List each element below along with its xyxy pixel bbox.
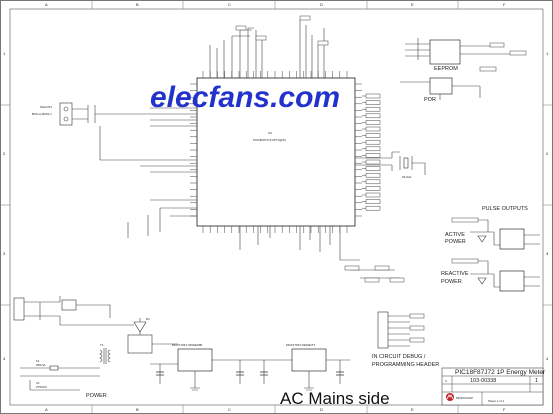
shunt-connector <box>59 102 150 161</box>
net-flag <box>365 126 381 132</box>
col-e-top: E <box>411 2 414 7</box>
net-flag <box>365 153 381 158</box>
row-3-right: 3 <box>546 251 549 256</box>
top-nets <box>209 20 325 78</box>
active-power-line2: POWER <box>445 239 466 245</box>
row-3-left: 3 <box>3 251 6 256</box>
mcu-pins-left <box>190 83 197 217</box>
net-flag <box>365 93 381 99</box>
mcu-ref: U3 <box>268 131 272 135</box>
icsp-label-line1: IN CIRCUIT DEBUG / <box>372 354 426 360</box>
row-2-right: 2 <box>546 151 549 156</box>
row-1-right: 1 <box>546 51 549 56</box>
ac-mains-side-note: AC Mains side <box>280 389 390 408</box>
net-flag <box>365 199 381 204</box>
mcu-block: U3 PIC18F87J72-I/PT(QFP) <box>190 71 362 233</box>
watermark-logo: elecfans.com <box>150 81 340 114</box>
col-c-bottom: C <box>228 407 231 412</box>
row-2-left: 2 <box>3 151 6 156</box>
row-4-right: 4 <box>546 356 549 361</box>
col-b-bottom: B <box>136 407 139 412</box>
reactive-power-line1: REACTIVE <box>441 271 469 277</box>
active-power-line1: ACTIVE <box>445 232 465 238</box>
net-flag <box>365 139 381 145</box>
pulse-outputs-title: PULSE OUTPUTS <box>482 206 528 212</box>
pulse-outputs <box>451 217 540 292</box>
title-block-rev: 1 <box>535 378 538 384</box>
eeprom-label: EEPROM <box>434 66 458 72</box>
eeprom-block <box>405 38 527 65</box>
shunt-net-label: SHUNT1 <box>40 105 52 109</box>
mcu-part: PIC18F87J72-I/PT(QFP) <box>253 138 286 142</box>
row-4-left: 4 <box>3 356 6 361</box>
col-f-bottom: F <box>503 407 506 412</box>
net-flag <box>365 100 381 105</box>
transformer-ref: T1 <box>100 343 104 347</box>
net-flag <box>365 186 381 191</box>
inner-border <box>9 8 544 406</box>
mcu-pins-bottom <box>202 226 348 233</box>
bottom-net-flags <box>344 265 405 283</box>
mcu-body <box>196 77 356 227</box>
net-flag <box>365 166 381 171</box>
title-block-title: PIC18F87J72 1P Energy Meter <box>455 369 546 376</box>
icsp-label-line2: PROGRAMMING HEADER <box>372 362 439 368</box>
por-label: POR <box>424 97 436 103</box>
net-flag <box>365 106 381 112</box>
right-net-flags <box>362 93 381 211</box>
col-c-top: C <box>228 2 231 7</box>
power-section <box>13 296 350 391</box>
mcu-pins-top <box>202 71 348 78</box>
regulator-1-label: MCP1703T-3302E/MB <box>172 343 202 347</box>
net-flag <box>365 146 381 152</box>
power-label: POWER <box>86 393 107 399</box>
mov-ref: V1 <box>36 381 40 385</box>
shunt-part-label: BVS-A-R001-1 <box>32 112 52 116</box>
diode-ref: D1 <box>146 317 150 321</box>
top-net-caps <box>235 15 329 46</box>
row-1-left: 1 <box>3 51 6 56</box>
title-block <box>441 367 544 406</box>
col-a-top: A <box>45 2 48 7</box>
title-block-company: MICROCHIP <box>456 396 473 400</box>
net-flag <box>365 192 381 198</box>
por-block <box>400 66 497 100</box>
net-flag <box>365 133 381 138</box>
fuse-ref: F1 <box>36 359 40 363</box>
title-block-doc-no: 103-00338 <box>470 378 496 384</box>
left-nets <box>127 107 197 238</box>
icsp-header <box>377 311 425 349</box>
col-d-top: D <box>320 2 323 7</box>
net-flag <box>365 172 381 178</box>
title-block-size: C <box>445 379 448 383</box>
col-d-bottom: D <box>320 407 323 412</box>
title-block-sheet: Sheet 1 of 1 <box>488 399 505 403</box>
regulator-2-label: MCP1703T-3302E/TT <box>286 343 315 347</box>
crystal <box>355 151 426 175</box>
net-flag <box>365 113 381 119</box>
net-flag <box>365 120 381 125</box>
varistor-value: 275VAC <box>36 385 48 389</box>
net-flag <box>365 159 381 165</box>
col-a-bottom: A <box>45 407 48 412</box>
col-f-top: F <box>503 2 506 7</box>
net-flag <box>365 179 381 185</box>
fuse-value: 250mA <box>36 363 46 367</box>
net-flag <box>365 205 381 211</box>
reactive-power-line2: POWER <box>441 279 462 285</box>
mcu-pins-right <box>355 83 362 217</box>
col-b-top: B <box>136 2 139 7</box>
crystal-label: 32 kHz <box>402 175 412 179</box>
col-e-bottom: E <box>411 407 414 412</box>
